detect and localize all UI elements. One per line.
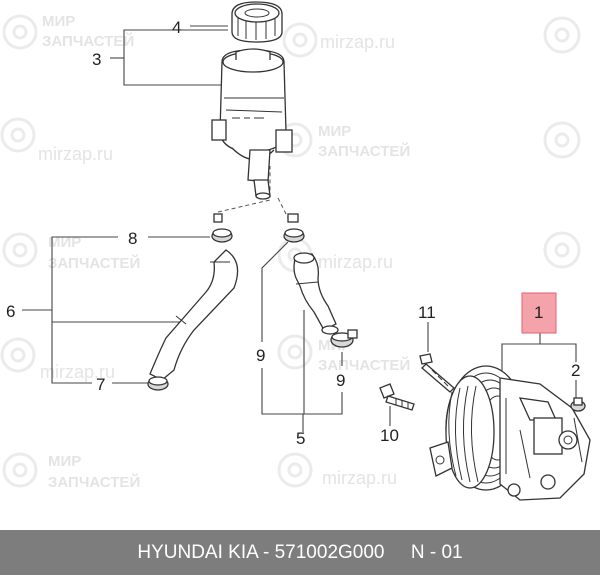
watermark-logo-icon (277, 334, 313, 370)
watermark-logo-icon (2, 452, 38, 488)
watermark-line2: ЗАПЧАСТЕЙ (48, 473, 140, 491)
watermark-logo-icon (282, 22, 318, 58)
watermark-logo-icon (0, 117, 36, 153)
callout-labels: 1 2 3 4 5 6 7 8 9 9 10 11 (6, 18, 580, 448)
callout-label: 9 (336, 371, 345, 390)
return-hose-icon (293, 252, 358, 348)
watermark-logo-icon (277, 452, 313, 488)
callout-label: 11 (418, 303, 436, 322)
watermark-logo-icon (0, 337, 36, 373)
watermark-logo-icon (543, 16, 581, 54)
watermark-url: mirzap.ru (322, 468, 397, 488)
selected-part-highlight (521, 292, 557, 334)
watermark-line1: МИР (48, 234, 81, 251)
hose-clamp-icon (283, 213, 305, 243)
bolt-icon (379, 383, 415, 411)
watermark-url: mirzap.ru (318, 252, 393, 272)
watermark-line2: ЗАПЧАСТЕЙ (318, 356, 410, 374)
callout-label: 5 (296, 429, 305, 448)
power-steering-pump-icon (429, 365, 591, 501)
callout-label: 4 (172, 18, 181, 37)
watermark-line2: ЗАПЧАСТЕЙ (48, 254, 140, 272)
callout-label: 9 (256, 346, 265, 365)
leader-lines (22, 25, 577, 432)
watermark-url: mirzap.ru (40, 362, 115, 382)
watermark-logo-icon (543, 121, 581, 159)
watermark-url: mirzap.ru (320, 32, 395, 52)
watermark-line1: МИР (42, 13, 75, 30)
parts-diagram: МИР ЗАПЧАСТЕЙ mirzap.ru mirzap.ru МИР ЗА… (0, 1, 591, 501)
watermark-line2: ЗАПЧАСТЕЙ (318, 142, 410, 160)
callout-label: 6 (6, 302, 15, 321)
callout-label: 3 (92, 50, 101, 69)
watermark-line1: МИР (48, 453, 81, 470)
reservoir-cap-icon (231, 1, 283, 43)
watermark-url: mirzap.ru (38, 144, 113, 164)
hose-clamp-icon (211, 213, 233, 243)
reservoir-tank-icon (211, 48, 293, 200)
bolt-icon (419, 353, 455, 393)
supply-hose-icon (147, 249, 239, 391)
part-number-text: HYUNDAI KIA - 571002G000 N - 01 (137, 541, 463, 563)
watermark-logo-icon (2, 232, 38, 268)
callout-label: 2 (571, 361, 580, 380)
watermark-line1: МИР (318, 123, 351, 140)
watermark-logo-icon (2, 14, 38, 50)
callout-label: 10 (380, 426, 399, 445)
watermark-logo-icon (543, 231, 581, 269)
watermark-line2: ЗАПЧАСТЕЙ (42, 32, 134, 50)
part-number-footer: HYUNDAI KIA - 571002G000 N - 01 (0, 530, 600, 575)
callout-label: 7 (96, 375, 105, 394)
callout-label: 8 (128, 229, 137, 248)
callout-label: 1 (534, 303, 543, 322)
